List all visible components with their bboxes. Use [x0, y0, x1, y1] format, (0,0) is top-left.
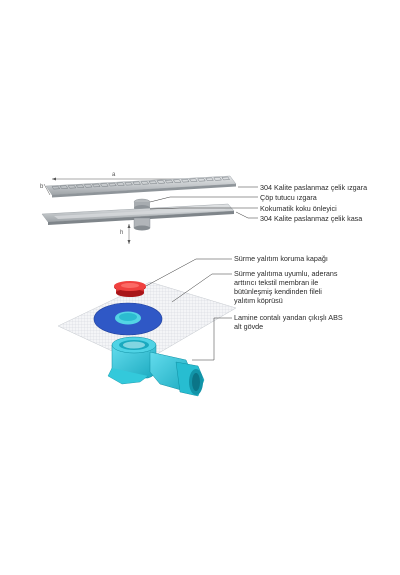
grate-slot [83, 184, 93, 188]
grate-slot [221, 176, 230, 181]
grate-slot [156, 180, 166, 184]
grate-slot [148, 180, 158, 185]
grate-slot [205, 177, 214, 182]
grate-slot [213, 177, 222, 181]
label-odor-trap: Kokumatik koku önleyici [260, 204, 337, 213]
abs-lower-body [107, 336, 205, 397]
dimension-h-arrow [127, 224, 131, 244]
grate-slot [116, 182, 125, 186]
grate-slot [197, 178, 206, 182]
grate-slot [108, 182, 117, 187]
blue-insulation-collar [93, 302, 163, 336]
linear-drain-exploded [41, 175, 258, 244]
label-insulation-bridge-line-3: bütünleşmiş kendinden fileli [234, 287, 322, 296]
grate-slot [59, 185, 69, 189]
grate-slot [75, 184, 85, 189]
dimension-b-arrow [43, 183, 51, 196]
assembly-leader-lines [145, 258, 232, 361]
grate-slot [100, 183, 109, 187]
label-steel-body: 304 Kalite paslanmaz çelik kasa [260, 214, 363, 223]
red-protective-cap [114, 281, 146, 297]
dimension-b-label: b [40, 184, 44, 190]
label-steel-grate: 304 Kalite paslanmaz çelik ızgara [260, 183, 368, 192]
grate-slot [67, 185, 77, 189]
grate-slot [172, 179, 182, 183]
label-protective-cap-line: Sürme yalıtım koruma kapağı [234, 254, 328, 263]
grate-slot [124, 181, 133, 186]
grate-slot [164, 179, 174, 184]
label-insulation-bridge-line-2: arttırıcı tekstil membran ile [234, 278, 319, 287]
label-insulation-bridge-line-4: yalıtım köprüsü [234, 296, 283, 305]
grate-slot [92, 183, 101, 188]
grate-slot [132, 181, 141, 185]
label-insulation-bridge: Sürme yalıtıma uyumlu, aderans arttırıcı… [234, 269, 337, 305]
steel-channel-body [41, 203, 235, 231]
label-protective-cap: Sürme yalıtım koruma kapağı [234, 254, 328, 263]
dimension-a-label: a [112, 172, 116, 178]
grate-pattern [51, 176, 230, 190]
label-abs-body-line-2: alt gövde [234, 322, 264, 331]
grate-slot [140, 181, 149, 185]
label-abs-body: Lamine contalı yandan çıkışlı ABS alt gö… [234, 313, 343, 331]
label-insulation-bridge-line-1: Sürme yalıtıma uyumlu, aderans [234, 269, 338, 278]
drain-leader-lines [149, 186, 258, 219]
grate-slot [181, 178, 190, 183]
steel-grate [45, 175, 237, 198]
grate-slot [189, 178, 198, 182]
label-debris-grate: Çöp tutucu ızgara [260, 193, 317, 202]
grate-slot [51, 185, 60, 190]
dimension-h-label: h [120, 230, 124, 236]
label-abs-body-line-1: Lamine contalı yandan çıkışlı ABS [234, 313, 343, 322]
insulation-assembly [57, 258, 237, 397]
